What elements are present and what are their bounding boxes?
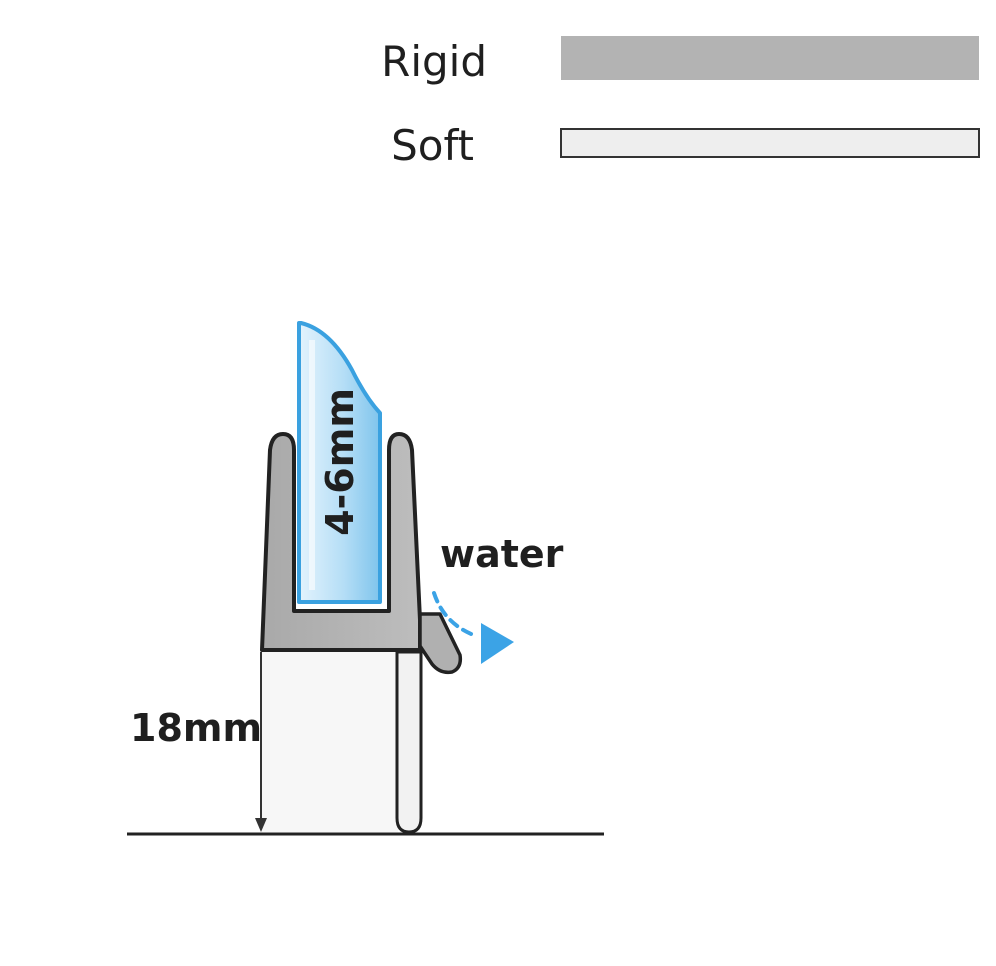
height-dimension-arrow [255,818,267,832]
water-flow-dashes [432,591,478,638]
height-label: 18mm [130,706,262,750]
soft-base [255,652,398,832]
glass-panel [297,321,382,604]
water-arrow-icon [481,623,514,664]
rigid-u-channel [260,432,422,652]
seal-profile: 4-6mm 18mm water [127,321,604,836]
legend: Rigid Soft [381,36,980,170]
legend-rigid-swatch [561,36,979,80]
legend-rigid-label: Rigid [381,37,487,86]
rigid-drip-flap [418,612,463,675]
soft-base-shadow [262,652,398,832]
legend-soft-label: Soft [391,121,474,170]
water-label: water [440,532,564,576]
legend-soft-swatch [560,128,980,158]
soft-fin [395,650,423,834]
glass-thickness-label: 4-6mm [318,388,362,536]
